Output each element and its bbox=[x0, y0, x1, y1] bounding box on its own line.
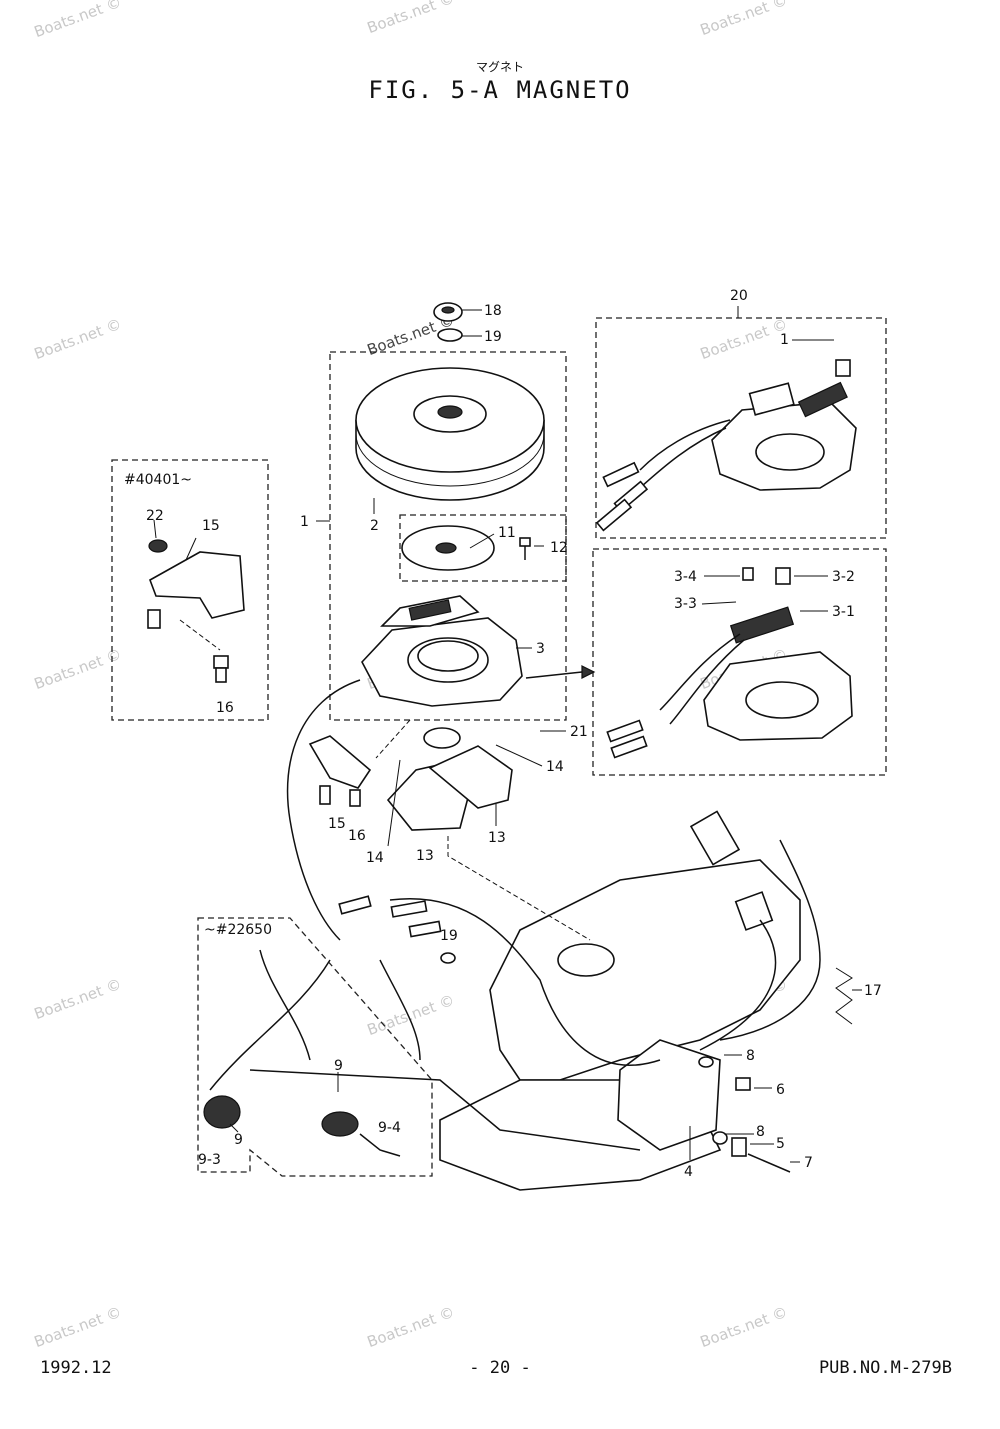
callout-16-lower: 16 bbox=[348, 828, 366, 844]
figure-title: FIG. 5-A MAGNETO bbox=[368, 76, 632, 104]
collar-5 bbox=[731, 1137, 747, 1157]
stator-assembly-20 bbox=[595, 359, 857, 532]
bolt-16-lower bbox=[349, 789, 361, 807]
callout-9-4: 9-4 bbox=[378, 1120, 401, 1136]
callout-20: 20 bbox=[730, 288, 748, 304]
ignition-coil-4 bbox=[617, 1039, 721, 1151]
callout-12: 12 bbox=[550, 540, 568, 556]
stop-switch-9b bbox=[321, 1111, 359, 1137]
callout-14-left: 14 bbox=[366, 850, 384, 866]
detail-arrow bbox=[525, 671, 583, 679]
stator-detail-3 bbox=[606, 567, 853, 759]
callout-15-lower: 15 bbox=[328, 816, 346, 832]
stop-switch-9 bbox=[203, 1095, 241, 1129]
bolt-15-lower bbox=[319, 785, 331, 805]
callout-19-lower: 19 bbox=[440, 928, 458, 944]
callout-22: 22 bbox=[146, 508, 164, 524]
callout-3-4: 3-4 bbox=[674, 569, 697, 585]
bracket-15 bbox=[149, 551, 245, 619]
callout-5: 5 bbox=[776, 1136, 785, 1152]
assembly-box-1 bbox=[329, 351, 567, 721]
arrow-head-icon bbox=[581, 665, 596, 679]
callout-2: 2 bbox=[370, 518, 379, 534]
bolt-6 bbox=[735, 1077, 751, 1091]
callout-3-3: 3-3 bbox=[674, 596, 697, 612]
flywheel bbox=[355, 367, 545, 501]
bolt-19 bbox=[440, 952, 456, 964]
rotor-plate bbox=[401, 525, 495, 571]
flywheel-washer bbox=[437, 328, 463, 342]
callout-3: 3 bbox=[536, 641, 545, 657]
stator-base bbox=[361, 595, 523, 707]
inset-wire-1 bbox=[209, 959, 331, 1091]
harness-wire bbox=[389, 898, 661, 1066]
assembly-leader bbox=[447, 836, 591, 941]
grommet-21 bbox=[423, 727, 461, 749]
hv-lead-2 bbox=[699, 919, 777, 1051]
callout-15-inset: 15 bbox=[202, 518, 220, 534]
footer-publication-number: PUB.NO.M-279B bbox=[818, 1358, 952, 1378]
connector bbox=[390, 900, 428, 918]
callout-3-1: 3-1 bbox=[832, 604, 855, 620]
title-kana: マグネト bbox=[475, 60, 524, 74]
callout-16-inset: 16 bbox=[216, 700, 234, 716]
bolt-7 bbox=[747, 1153, 791, 1173]
detail-box-3 bbox=[592, 548, 887, 776]
connector bbox=[408, 920, 442, 938]
callout-13-right: 13 bbox=[488, 830, 506, 846]
callout-4: 4 bbox=[684, 1164, 693, 1180]
lanyard-9-4 bbox=[359, 1133, 401, 1157]
nut-22 bbox=[148, 539, 168, 553]
screw-inset bbox=[147, 609, 161, 629]
callout-7: 7 bbox=[804, 1155, 813, 1171]
bolt-16 bbox=[213, 655, 229, 683]
washer-8a bbox=[698, 1056, 714, 1068]
connector bbox=[338, 895, 372, 915]
assembly-leader bbox=[375, 719, 411, 759]
washer-8b bbox=[712, 1131, 728, 1145]
main-wire bbox=[286, 679, 361, 941]
footer-page-number: - 20 - bbox=[469, 1358, 531, 1378]
inset-wire-3 bbox=[379, 959, 421, 1061]
callout-6: 6 bbox=[776, 1082, 785, 1098]
callout-1-assembly: 1 bbox=[780, 332, 789, 348]
callout-11: 11 bbox=[498, 525, 516, 541]
assembly-leader bbox=[179, 619, 221, 651]
clip-17 bbox=[835, 967, 853, 1025]
callout-9-3: 9-3 bbox=[198, 1152, 221, 1168]
harness-frame bbox=[249, 1069, 641, 1151]
callout-3-2: 3-2 bbox=[832, 569, 855, 585]
inset-box-40401 bbox=[111, 459, 269, 721]
callout-9-left: 9 bbox=[234, 1132, 243, 1148]
callout-1: 1 bbox=[300, 514, 309, 530]
callout-13-left: 13 bbox=[416, 848, 434, 864]
callout-17: 17 bbox=[864, 983, 882, 999]
callout-18: 18 bbox=[484, 303, 502, 319]
hv-lead-1 bbox=[719, 839, 821, 1041]
engine-block bbox=[439, 810, 801, 1191]
callout-9-center: 9 bbox=[334, 1058, 343, 1074]
callout-21: 21 bbox=[570, 724, 588, 740]
footer-date: 1992.12 bbox=[40, 1358, 112, 1378]
bracket-15-lower bbox=[308, 735, 372, 789]
assembly-box-20 bbox=[595, 317, 887, 539]
inset-label-22650: ~#22650 bbox=[204, 922, 272, 938]
callout-19: 19 bbox=[484, 329, 502, 345]
sub-box-11-12 bbox=[399, 514, 567, 582]
inset-label-40401: #40401~ bbox=[124, 472, 192, 488]
callout-14-right: 14 bbox=[546, 759, 564, 775]
inset-wire-2 bbox=[259, 949, 311, 1061]
callout-8-upper: 8 bbox=[746, 1048, 755, 1064]
flywheel-nut bbox=[433, 302, 463, 322]
callout-8-lower: 8 bbox=[756, 1124, 765, 1140]
screw-12 bbox=[519, 537, 531, 560]
inset-box-22650 bbox=[197, 917, 433, 1177]
plate-13-back bbox=[428, 745, 513, 809]
callout-leaders bbox=[153, 306, 862, 1163]
